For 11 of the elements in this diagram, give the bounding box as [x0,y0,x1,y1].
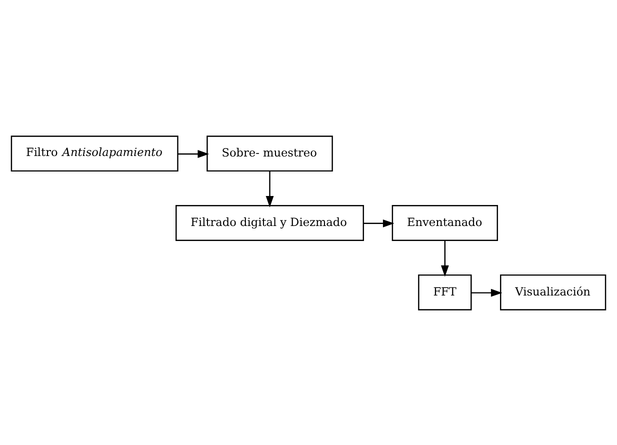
node-box: Visualización [500,274,606,310]
arrow [471,288,502,296]
arrow [363,218,394,227]
node-box: Filtro Antisolapamiento [10,135,178,172]
node-box: FFT [418,274,472,310]
arrow [266,170,274,207]
arrow [440,240,449,276]
node-box: Enventanado [392,204,498,240]
node-box: Filtrado digital y Diezmado [176,204,364,240]
arrow [178,150,210,158]
node-box: Sobre- muestreo [206,135,333,172]
